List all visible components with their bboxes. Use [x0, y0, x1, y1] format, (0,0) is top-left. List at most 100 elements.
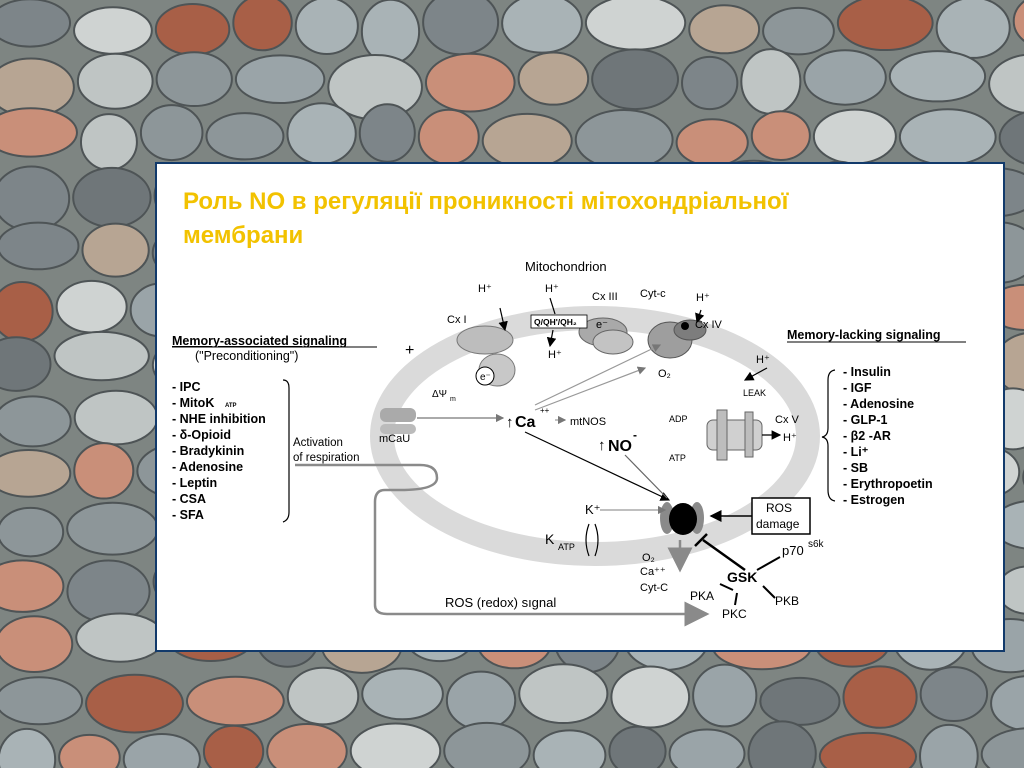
stone: [185, 675, 285, 727]
mitochondrial-membrane: [370, 306, 820, 566]
katp-channel-bar: [380, 424, 416, 434]
preconditioning-label: ("Preconditioning"): [195, 349, 298, 363]
memory-associated-item: - NHE inhibition: [172, 412, 266, 426]
h-plus-cx1: H⁺: [478, 283, 492, 295]
memory-lacking-item: - Li⁺: [843, 445, 869, 459]
stone: [888, 50, 987, 103]
memory-lacking-item: - IGF: [843, 381, 872, 395]
stone: [501, 0, 583, 54]
p70-superscript: s6k: [808, 539, 825, 550]
stone: [812, 108, 897, 165]
complex-i-protein: [456, 325, 516, 387]
stone: [675, 118, 749, 167]
p70-label: p70: [782, 543, 804, 558]
h-plus-cx5: H⁺: [783, 432, 797, 444]
h-plus-q: H⁺: [545, 283, 559, 295]
stone: [532, 729, 607, 768]
stone: [574, 109, 674, 171]
stone: [73, 442, 135, 500]
stone: [750, 110, 811, 162]
katp-channel: [585, 523, 599, 557]
cx3-label: Cx III: [592, 291, 618, 303]
stone: [0, 448, 72, 498]
stone: [0, 506, 65, 558]
stone: [360, 0, 421, 65]
stone: [668, 728, 746, 768]
activation-label-line-1: Activation: [293, 437, 343, 449]
stone: [234, 54, 326, 105]
stone: [66, 559, 151, 624]
stone: [75, 612, 166, 663]
no-superscript: -: [633, 428, 637, 442]
stone: [591, 48, 680, 111]
cytc-top-label: Cyt-c: [640, 288, 666, 300]
stone: [443, 721, 531, 768]
pka-label: PKA: [690, 589, 714, 603]
ca-up-arrow: ↑: [506, 414, 514, 431]
mitok-subscript: ATP: [225, 403, 237, 409]
stone: [584, 0, 687, 51]
slide-title-line-2: мембрани: [183, 222, 304, 249]
pathway-arrows: [295, 297, 782, 627]
slide-panel: [155, 162, 1005, 652]
h-plus-leak: H⁺: [756, 354, 770, 366]
pkc-label: PKC: [722, 607, 747, 621]
stone: [935, 0, 1011, 59]
stone: [608, 725, 667, 768]
stone: [53, 330, 150, 382]
ca-label: Ca: [515, 414, 536, 431]
complex-v-atp-synthase: [706, 409, 763, 461]
stone: [0, 676, 84, 726]
stone: [919, 723, 979, 768]
stone: [286, 666, 360, 726]
stone: [980, 727, 1024, 768]
mcau-channel: [380, 408, 416, 422]
stone: [424, 52, 516, 113]
stone: [681, 55, 739, 111]
delta-psi-label: ΔΨ: [432, 389, 447, 400]
stone: [122, 732, 201, 768]
memory-associated-header: Memory-associated signaling: [172, 334, 347, 348]
stone: [58, 733, 121, 768]
mcau-label: mCaU: [379, 433, 410, 445]
memory-lacking-item: - GLP-1: [843, 413, 887, 427]
stone: [445, 670, 517, 731]
cx4-label: Cx IV: [695, 319, 723, 331]
stone: [55, 279, 128, 334]
release-cytc: Cyt-C: [640, 582, 668, 594]
stone: [919, 666, 989, 723]
adp-label: ADP: [669, 414, 688, 424]
mtnos-label: mtNOS: [570, 416, 606, 428]
stone: [358, 103, 416, 163]
electron-q: e⁻: [596, 319, 608, 331]
stone: [0, 395, 72, 448]
pkb-label: PKB: [775, 594, 799, 608]
stone: [154, 3, 231, 56]
stone: [517, 51, 590, 106]
stone: [294, 0, 359, 55]
h-plus-lower: H⁺: [548, 349, 562, 361]
katp-subscript: ATP: [558, 542, 575, 552]
ros-damage-box: [751, 497, 811, 535]
stone: [361, 667, 444, 721]
stone: [85, 673, 184, 734]
stone: [990, 675, 1024, 732]
stone: [818, 731, 917, 768]
cx1-label: Cx I: [447, 314, 467, 326]
h-plus-cx4: H⁺: [696, 292, 710, 304]
activation-label-line-2: of respiration: [293, 452, 359, 464]
release-o2: O₂: [642, 552, 655, 564]
ros-damage-line-1: ROS: [766, 501, 792, 515]
slide-title-line-1: Роль NO в регуляції проникності мітохонд…: [183, 188, 789, 215]
stone: [73, 6, 153, 55]
stone: [998, 111, 1024, 165]
stone: [81, 222, 150, 278]
stone: [0, 615, 74, 673]
stone: [417, 108, 480, 166]
complex-iii-protein: [578, 317, 634, 355]
stone: [79, 113, 138, 171]
gsk-label: GSK: [727, 569, 757, 585]
stone: [0, 559, 65, 613]
ca-superscript: ++: [540, 406, 550, 415]
stone: [76, 52, 154, 110]
